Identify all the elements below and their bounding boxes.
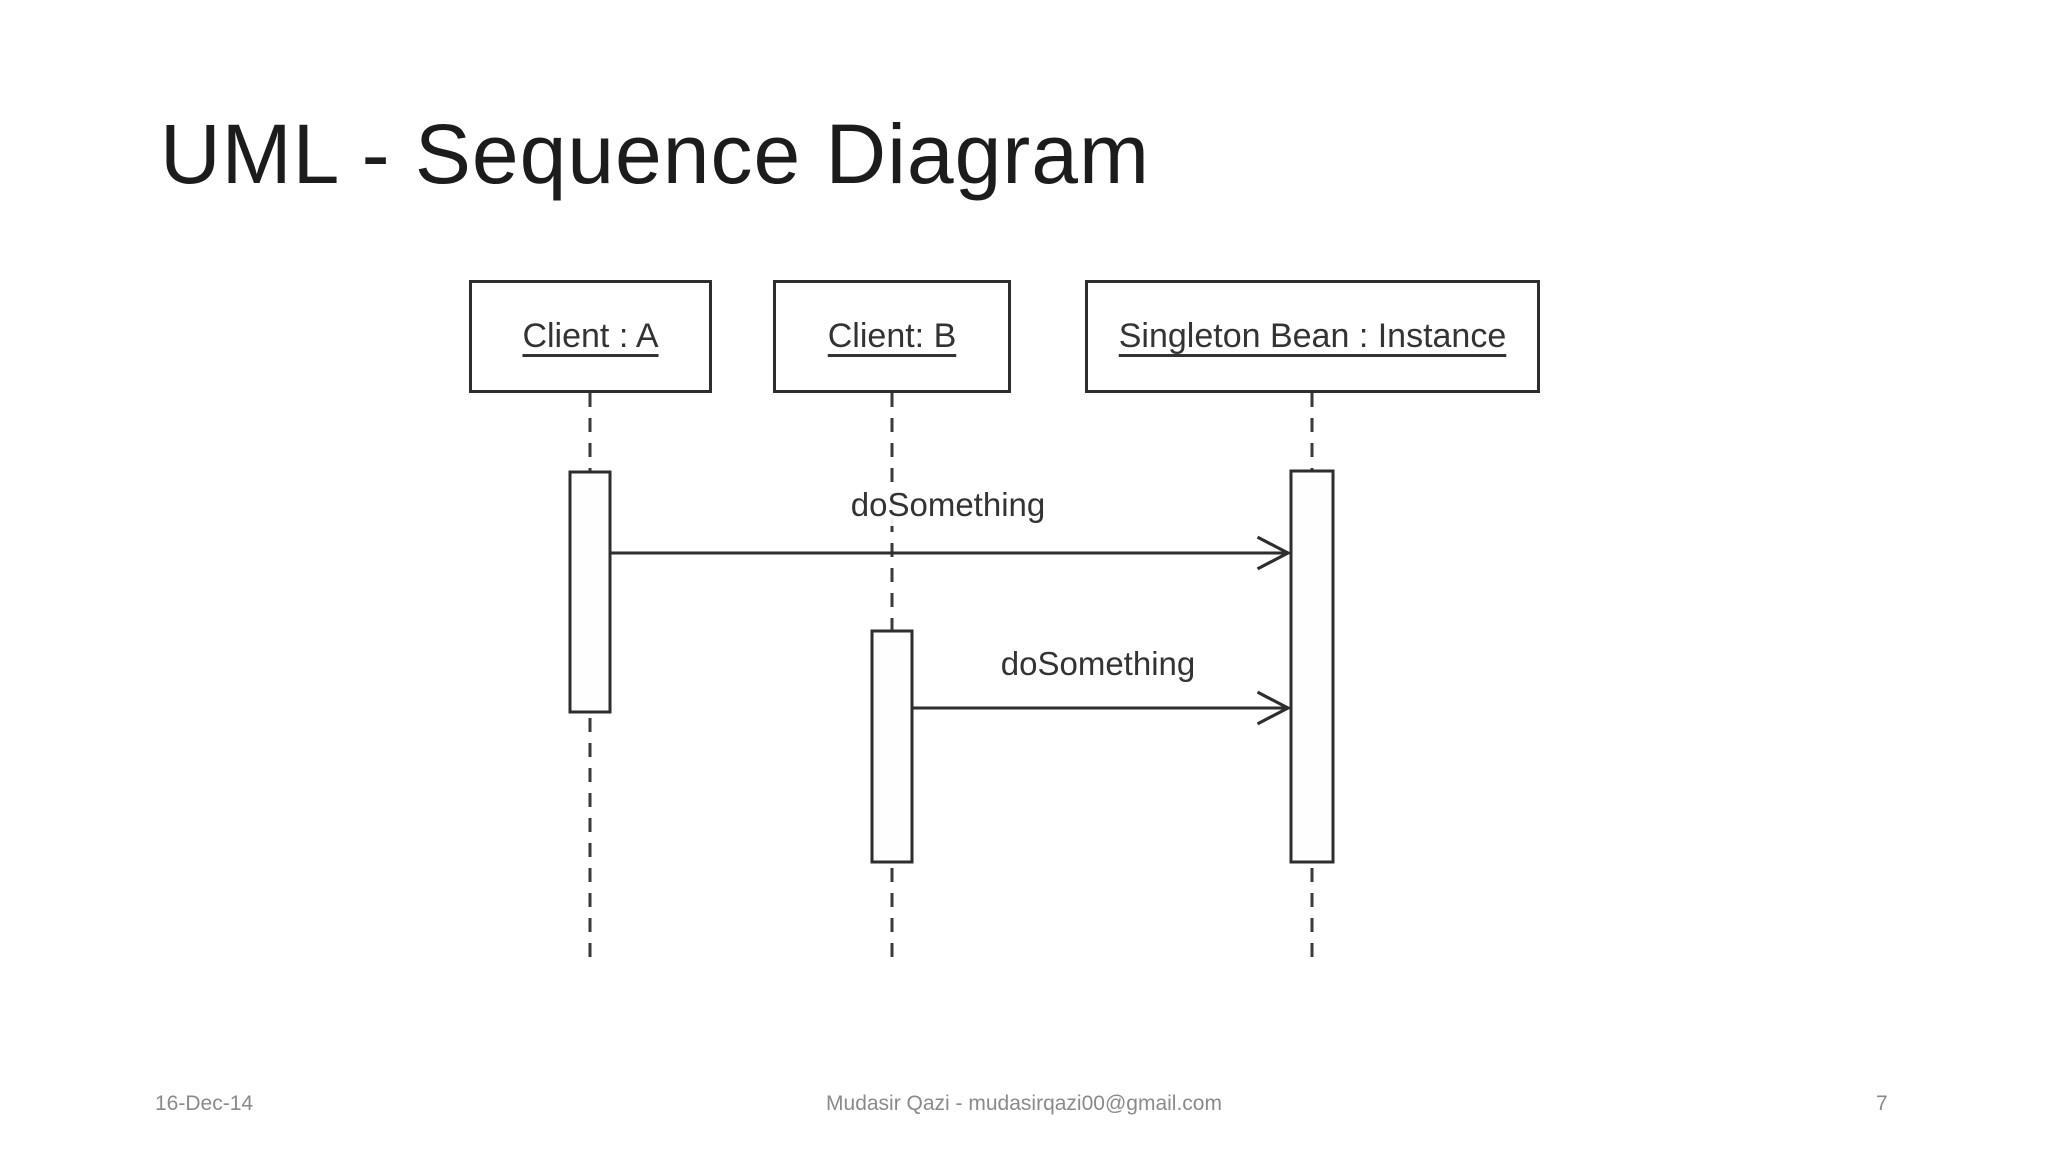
footer-page-number: 7 <box>1876 1092 1888 1115</box>
actor-box-client-a: Client : A <box>469 280 712 393</box>
message-arrows <box>610 535 1292 726</box>
footer-credit: Mudasir Qazi - mudasirqazi00@gmail.com <box>826 1092 1222 1115</box>
footer-date: 16-Dec-14 <box>155 1092 254 1115</box>
activation-bar-singleton-bean <box>1289 469 1335 864</box>
activation-bars <box>568 469 1335 864</box>
actor-box-client-b: Client: B <box>773 280 1011 393</box>
message-label-1: doSomething <box>840 484 1056 526</box>
page-title: UML - Sequence Diagram <box>160 107 1150 201</box>
actor-box-singleton-bean: Singleton Bean : Instance <box>1085 280 1540 393</box>
actor-label-client-b: Client: B <box>827 317 957 355</box>
activation-bar-client-a <box>568 470 612 714</box>
actor-label-client-a: Client : A <box>522 317 659 355</box>
actor-label-singleton-bean: Singleton Bean : Instance <box>1118 317 1507 355</box>
message-label-2: doSomething <box>990 643 1206 685</box>
activation-bar-client-b <box>870 629 914 864</box>
